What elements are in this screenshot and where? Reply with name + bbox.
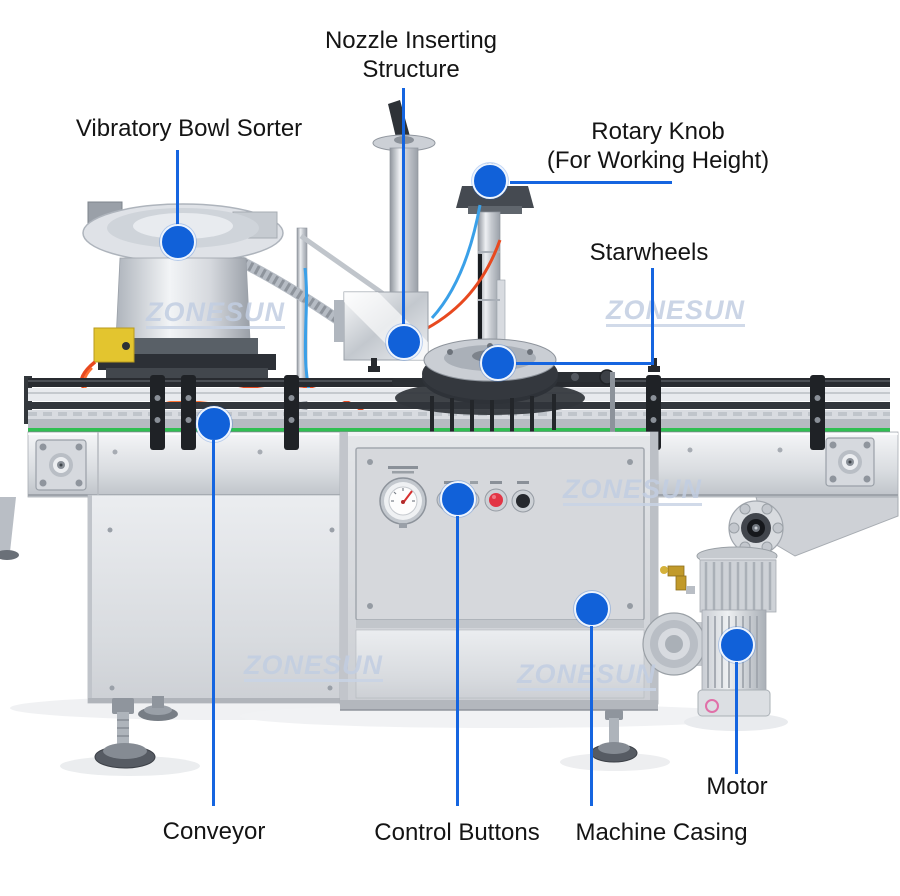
watermark: ZONESUN xyxy=(244,650,384,682)
label-control-buttons: Control Buttons xyxy=(374,819,540,846)
rail-clamps xyxy=(150,358,825,450)
motor-assembly xyxy=(642,496,899,717)
leader-line-nozzle xyxy=(402,88,405,324)
marker-dot-control-buttons xyxy=(440,481,476,517)
leader-line-bowl xyxy=(176,150,179,226)
leader-line-motor xyxy=(735,662,738,774)
leader-line-control-buttons xyxy=(456,516,459,806)
label-machine-casing: Machine Casing xyxy=(575,819,748,846)
leader-line-conveyor xyxy=(212,440,215,806)
watermark: ZONESUN xyxy=(146,297,286,329)
watermark: ZONESUN xyxy=(563,474,703,506)
red-button xyxy=(489,493,503,507)
marker-dot-starwheels xyxy=(480,345,516,381)
pressure-gauge xyxy=(379,466,427,528)
label-motor: Motor xyxy=(706,773,768,800)
machine-casing-box xyxy=(339,431,659,711)
label-nozzle-inserting-structure: Nozzle Inserting Structure xyxy=(324,27,498,83)
watermark: ZONESUN xyxy=(517,659,657,691)
label-rotary-knob: Rotary Knob (For Working Height) xyxy=(546,118,770,174)
label-conveyor: Conveyor xyxy=(162,818,266,845)
marker-dot-motor xyxy=(719,627,755,663)
leader-line-starwheels-v xyxy=(651,268,654,365)
left-cabinet xyxy=(0,494,346,704)
marker-dot-rotary-knob xyxy=(472,163,508,199)
watermark: ZONESUN xyxy=(606,295,746,327)
leader-line-rotary-knob xyxy=(510,181,672,184)
black-button xyxy=(516,494,530,508)
machine-feet xyxy=(94,696,638,769)
marker-dot-conveyor xyxy=(196,406,232,442)
leader-line-starwheels-h xyxy=(516,362,654,365)
label-vibratory-bowl-sorter: Vibratory Bowl Sorter xyxy=(75,115,303,142)
marker-dot-bowl xyxy=(160,224,196,260)
label-starwheels: Starwheels xyxy=(589,239,709,266)
marker-dot-nozzle xyxy=(386,324,422,360)
marker-dot-machine-casing xyxy=(574,591,610,627)
leader-line-machine-casing xyxy=(590,626,593,806)
